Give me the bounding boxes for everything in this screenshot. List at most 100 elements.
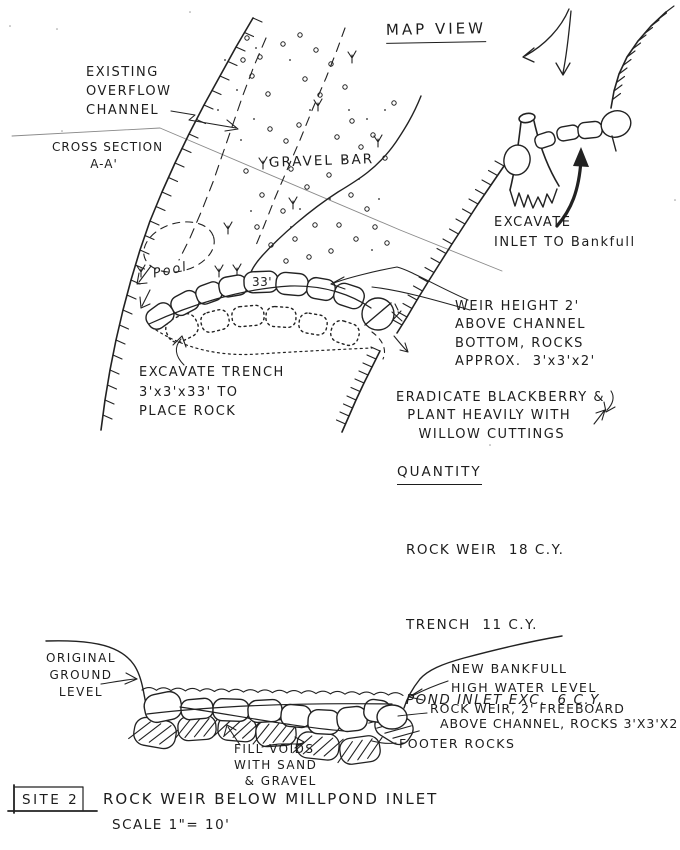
plant-symbol [136,264,146,278]
sketch-stroke [118,324,130,330]
inlet-pipe-mouth [518,112,536,124]
sketch-stroke [382,155,388,161]
footer-rock [128,716,182,750]
sketch-stroke [577,120,603,140]
weir-rock-section [247,698,283,724]
bankfull-arrow [408,680,449,701]
sketch-stroke [292,236,298,242]
trench-leader [172,335,187,366]
flow-arrows [522,8,589,228]
weir-rock-section [307,708,341,736]
sketch-stroke [342,84,348,90]
sketch-stroke [188,133,199,139]
pool-outline [143,221,215,273]
sketch-stroke [487,169,499,177]
sketch-stroke [378,198,380,200]
weir-rock-section [212,697,250,723]
site-badge: SITE 2 [22,792,80,808]
sketch-stroke [254,224,260,230]
sketch-stroke [384,240,390,246]
sketch-stroke [189,11,191,13]
trench-dotted-outline [155,304,386,360]
sketch-stroke [392,319,403,326]
sketch-stroke [366,354,377,360]
sketch-stroke [223,720,242,738]
sketch-stroke [313,47,319,53]
trench-rock-dotted [265,305,297,329]
trench-rock-dotted [329,319,361,347]
weir-crest-line [148,285,372,325]
sketch-stroke [219,75,230,81]
sketch-stroke [265,91,271,97]
sketch-stroke [128,721,151,740]
eradicate-arrow [603,390,616,413]
sketch-stroke [104,399,115,405]
sketch-stroke [161,191,172,197]
sketch-stroke [494,160,505,167]
ground-profile-right [403,635,563,709]
footer-rock [337,735,383,765]
pool-arrow [136,265,152,285]
sketch-stroke [126,294,137,300]
sketch-stroke [334,134,340,140]
pool-arrow [139,289,151,309]
sketch-stroke [212,697,250,723]
sketch-stroke [474,188,486,196]
sketch-stroke [149,220,160,226]
inlet-rock-chain [534,120,603,149]
sketch-stroke [615,75,626,84]
sketch-stroke [343,159,345,161]
sketch-stroke [371,249,373,251]
sketch-stroke [350,386,361,393]
sketch-stroke [442,238,453,245]
sketch-stroke [139,249,150,255]
sketch-stroke [262,722,280,744]
sketch-stroke [243,31,255,38]
weir-leader [330,266,469,301]
trench-rock-dotted [231,304,265,328]
sketch-stroke [430,257,441,264]
sketch-stroke [253,118,255,120]
sketch-stroke [9,25,11,27]
sketch-stroke [112,354,123,360]
sketch-stroke [358,178,360,180]
sketch-stroke [622,58,632,67]
sketch-stroke [336,222,342,228]
sketch-stroke [141,687,404,696]
weir-rock [275,271,309,297]
sketch-stroke [342,403,354,409]
sketch-stroke [358,370,369,376]
plant-symbol [347,50,357,64]
sketch-stroke [174,162,185,168]
plant-symbol [223,221,233,235]
fill-voids-leader-2 [261,736,305,749]
sketch-stroke [362,362,373,368]
gravel-dots [217,32,397,264]
sketch-stroke [418,276,429,283]
sketch-stroke [243,168,249,174]
sketch-stroke [665,5,675,13]
sketch-stroke [354,378,365,384]
leader-arrows [136,110,616,425]
quantity-item: POND INLET EXC. 6 C.Y. [406,692,604,708]
weir-rocks-plan [145,270,365,330]
sketch-stroke [106,384,118,390]
section-leaders [100,672,449,749]
sketch-stroke [417,28,419,30]
sketch-stroke [346,395,357,401]
sketch-stroke [341,350,381,433]
inlet-rock [534,131,556,149]
sketch-stroke [347,739,363,762]
plant-symbol [232,263,242,277]
trench-rock-dotted [200,308,230,334]
sketch-stroke [203,717,220,737]
channel-leader [170,110,239,132]
sketch-stroke [247,698,283,724]
plant-symbol [373,134,383,148]
label-rock-weir-freeboard: ROCK WEIR, 2' FREEBOARD ABOVE CHANNEL, R… [430,701,679,732]
sketch-stroke [674,199,676,201]
sketch-stroke [115,339,126,345]
sketch-stroke [337,741,353,764]
